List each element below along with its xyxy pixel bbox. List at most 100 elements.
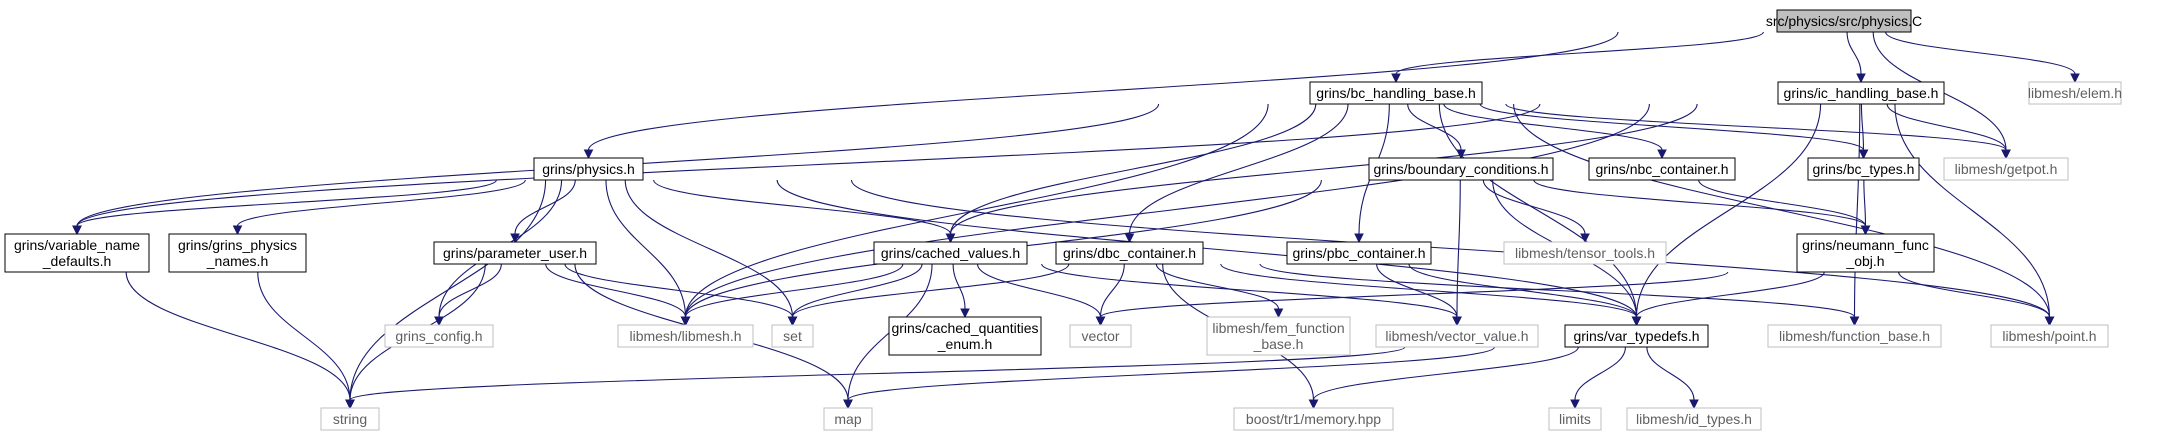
- edge-physics_C-to-elem_h: [1885, 31, 2076, 75]
- edge-ic_handling_base-to-bc_types: [1860, 103, 1865, 151]
- edge-neumann_func_obj-to-var_typedefs: [1635, 271, 1825, 318]
- node-ic-handling-base[interactable]: grins/ic_handling_base.h: [1777, 81, 1945, 105]
- arrowhead-neumann_func_obj-to-var_typedefs: [1631, 316, 1642, 327]
- edge-var_typedefs-to-limits: [1574, 346, 1626, 401]
- node-box: [1069, 324, 1132, 348]
- node-variable-name-defaults[interactable]: grins/variable_name_defaults.h: [4, 233, 150, 273]
- node-label: grins/parameter_user.h: [443, 245, 587, 261]
- edge-variable_name_defaults-to-string: [125, 271, 351, 401]
- node-label: limits: [1559, 411, 1591, 427]
- edge-neumann_func_obj-to-point_h: [1898, 271, 2051, 318]
- node-neumann-func-obj[interactable]: grins/neumann_func_obj.h: [1796, 233, 1935, 273]
- edge-var_typedefs-to-id_types: [1646, 346, 1695, 401]
- node-box: [873, 241, 1028, 265]
- node-box: [888, 316, 1042, 356]
- edge-cached_values-to-libmesh_h: [684, 263, 904, 318]
- node-label: grins/bc_types.h: [1813, 161, 1915, 177]
- edge-physics_h-to-grins_physics_names: [236, 179, 526, 227]
- node-nbc-container[interactable]: grins/nbc_container.h: [1588, 157, 1736, 181]
- arrowhead-boundary_conditions-to-tensor_tools: [1580, 233, 1590, 244]
- nodes-layer: src/physics/src/physics.C grins/bc_handli…: [4, 9, 2122, 431]
- node-bc-types[interactable]: grins/bc_types.h: [1807, 157, 1920, 181]
- node-string: string: [320, 407, 380, 431]
- node-label: libmesh/point.h: [2002, 328, 2096, 344]
- node-label: libmesh/vector_value.h: [1385, 328, 1528, 344]
- node-elem-h: libmesh/elem.h: [2028, 81, 2122, 105]
- edge-ic_handling_base-to-point_h: [1894, 103, 2051, 318]
- edge-bc_handling_base-to-bc_types: [1479, 103, 1865, 151]
- arrowhead-bc_handling_base-to-nbc_container: [1657, 149, 1667, 160]
- node-physics-h[interactable]: grins/physics.h: [533, 157, 644, 181]
- edge-cached_values-to-vector_value: [1041, 263, 1458, 318]
- edge-bc_handling_base-to-getpot: [1505, 103, 2007, 151]
- edge-dbc_container-to-var_typedefs: [1220, 263, 1638, 318]
- arrowhead-var_typedefs-to-string: [345, 399, 355, 410]
- node-box: [771, 324, 814, 348]
- node-cached-quantities-enum[interactable]: grins/cached_quantities_enum.h: [888, 316, 1042, 356]
- edge-pbc_container-to-vector_value: [1376, 263, 1458, 318]
- edge-physics_h-to-string: [349, 179, 547, 401]
- node-box: [1588, 157, 1736, 181]
- node-label: grins/boundary_conditions.h: [1373, 161, 1548, 177]
- arrowhead-dbc_container-to-fem_function_base: [1273, 308, 1284, 319]
- node-box: [1286, 241, 1432, 265]
- node-cached-values[interactable]: grins/cached_values.h: [873, 241, 1028, 265]
- node-box: [4, 233, 150, 273]
- node-pbc-container[interactable]: grins/pbc_container.h: [1286, 241, 1432, 265]
- arrowhead-var_typedefs-to-memory_hpp: [1308, 399, 1319, 410]
- node-box: [1233, 407, 1394, 431]
- node-box: [1767, 324, 1942, 348]
- node-box: [1055, 241, 1204, 265]
- node-box: [1564, 324, 1709, 348]
- arrowhead-cached_values-to-cached_quantities_enum: [960, 308, 970, 319]
- node-label: libmesh/libmesh.h: [629, 328, 741, 344]
- node-getpot: libmesh/getpot.h: [1943, 157, 2069, 181]
- edge-bc_handling_base-to-dbc_container: [1128, 103, 1349, 235]
- node-label: grins_config.h: [395, 328, 482, 344]
- edge-boundary_conditions-to-neumann_func_obj: [1533, 179, 1867, 227]
- node-label: grins/neumann_func: [1802, 237, 1929, 253]
- node-dbc-container[interactable]: grins/dbc_container.h: [1055, 241, 1204, 265]
- edge-physics_h-to-libmesh_h: [605, 179, 687, 318]
- node-label: grins/variable_name: [14, 237, 140, 253]
- edge-var_typedefs-to-string: [349, 346, 1406, 401]
- edge-physics_h-to-set: [624, 179, 794, 318]
- edge-bc_handling_base-to-point_h: [1513, 103, 2051, 318]
- node-box: [1990, 324, 2109, 348]
- node-parameter-user[interactable]: grins/parameter_user.h: [433, 241, 597, 265]
- node-bc-handling-base[interactable]: grins/bc_handling_base.h: [1309, 81, 1483, 105]
- node-label: libmesh/getpot.h: [1955, 161, 2058, 177]
- node-boundary-conditions[interactable]: grins/boundary_conditions.h: [1368, 157, 1554, 181]
- node-box: [1375, 324, 1539, 348]
- node-box: [1368, 157, 1554, 181]
- node-label: grins/dbc_container.h: [1063, 245, 1196, 261]
- edge-cached_values-to-set: [791, 263, 923, 318]
- node-label: boost/tr1/memory.hpp: [1246, 411, 1381, 427]
- node-label: libmesh/fem_function: [1212, 320, 1344, 336]
- node-label: _enum.h: [937, 336, 992, 352]
- arrowhead-pbc_container-to-vector_value: [1452, 316, 1462, 327]
- edge-ic_handling_base-to-cached_values: [949, 103, 1698, 235]
- node-var-typedefs[interactable]: grins/var_typedefs.h: [1564, 324, 1709, 348]
- arrowhead-bc_types-to-neumann_func_obj: [1860, 225, 1871, 236]
- node-physics-C[interactable]: src/physics/src/physics.C: [1766, 9, 1922, 33]
- node-label: libmesh/id_types.h: [1636, 411, 1752, 427]
- node-label: set: [783, 328, 802, 344]
- node-vector: vector: [1069, 324, 1132, 348]
- arrowhead-physics_C-to-physics_h: [583, 149, 594, 160]
- node-label: libmesh/function_base.h: [1779, 328, 1930, 344]
- node-box: [1776, 9, 1912, 33]
- node-grins-config: grins_config.h: [384, 324, 494, 348]
- node-fem-function-base: libmesh/fem_function_base.h: [1206, 316, 1351, 356]
- edge-ic_handling_base-to-getpot: [1886, 103, 2007, 151]
- node-box: [1206, 316, 1351, 356]
- node-label: grins/physics.h: [542, 161, 635, 177]
- node-box: [1807, 157, 1920, 181]
- arrowhead-physics_C-to-bc_handling_base: [1391, 73, 1401, 84]
- node-grins-physics-names[interactable]: grins/grins_physics_names.h: [168, 233, 307, 273]
- node-box: [1503, 241, 1667, 265]
- edge-ic_handling_base-to-variable_name_defaults: [76, 103, 1541, 227]
- node-label: vector: [1081, 328, 1119, 344]
- edge-var_typedefs-to-memory_hpp: [1312, 346, 1579, 401]
